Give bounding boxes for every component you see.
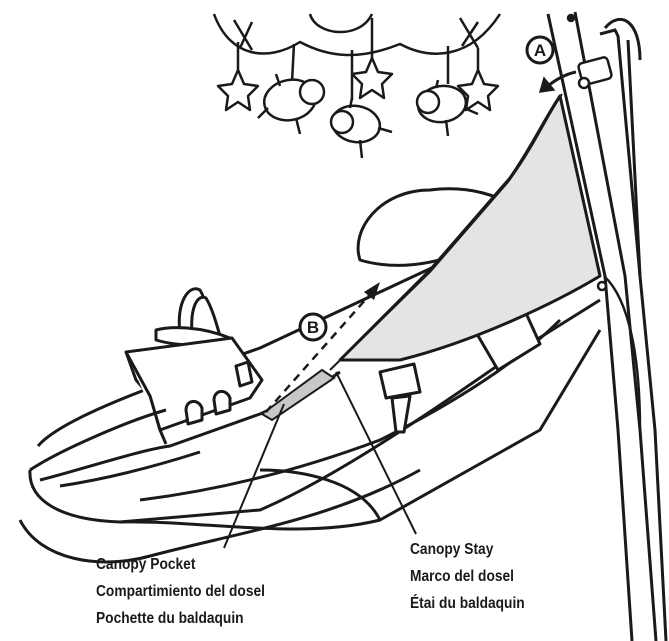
step-marker-b-label: B	[307, 318, 319, 337]
arrow-a	[540, 72, 576, 92]
canopy-pocket-callout: Canopy Pocket Compartimiento del dosel P…	[96, 551, 265, 632]
frame-upright	[548, 12, 666, 641]
canopy-stay-label-fr: Étai du baldaquin	[410, 590, 525, 617]
canopy-pocket-label-es: Compartimiento del dosel	[96, 578, 265, 605]
canopy-pocket-label-fr: Pochette du baldaquin	[96, 605, 265, 632]
canopy-stay-label-en: Canopy Stay	[410, 536, 525, 563]
toy-mobile	[214, 14, 500, 158]
canopy-stay-callout: Canopy Stay Marco del dosel Étai du bald…	[410, 536, 525, 617]
step-marker-b: B	[300, 314, 326, 340]
step-marker-a-label: A	[534, 41, 546, 60]
canopy-pocket-label-en: Canopy Pocket	[96, 551, 265, 578]
step-marker-a: A	[527, 37, 553, 63]
canopy-stay-label-es: Marco del dosel	[410, 563, 525, 590]
